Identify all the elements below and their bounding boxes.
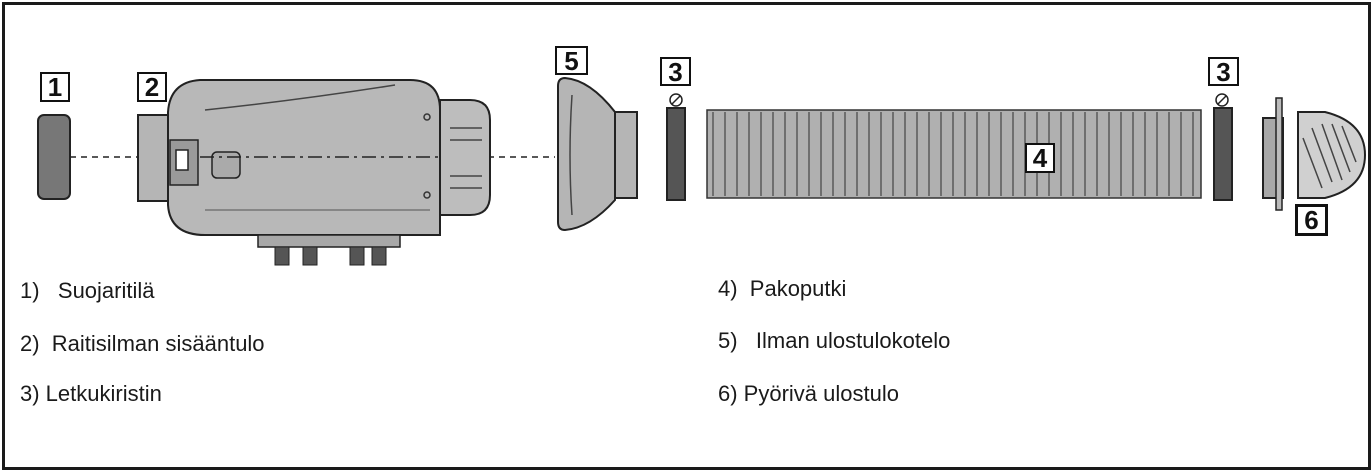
hose-clamp-left-part xyxy=(666,93,686,201)
badge-1: 1 xyxy=(40,72,70,102)
air-outlet-housing-part xyxy=(557,76,638,232)
badge-2: 2 xyxy=(137,72,167,102)
legend-item-2: 2) Raitisilman sisääntulo xyxy=(20,331,265,356)
badge-5: 5 xyxy=(555,46,588,75)
badge-3-right: 3 xyxy=(1208,57,1239,86)
hose-clamp-right-part xyxy=(1213,93,1233,201)
badge-4: 4 xyxy=(1025,143,1055,173)
legend-item-5: 5) Ilman ulostulokotelo xyxy=(718,328,951,353)
exhaust-hose-part xyxy=(706,109,1202,199)
badge-6: 6 xyxy=(1295,204,1328,236)
legend-item-3: 3) Letkukiristin xyxy=(20,381,162,406)
legend-item-4: 4) Pakoputki xyxy=(718,276,847,301)
heater-unit-part xyxy=(137,79,491,266)
protective-grille-part xyxy=(37,114,71,200)
badge-3-left: 3 xyxy=(660,57,691,86)
legend-item-1: 1) Suojaritilä xyxy=(20,278,155,303)
rotating-outlet-part xyxy=(1262,97,1367,211)
legend-item-6: 6) Pyörivä ulostulo xyxy=(718,381,899,406)
